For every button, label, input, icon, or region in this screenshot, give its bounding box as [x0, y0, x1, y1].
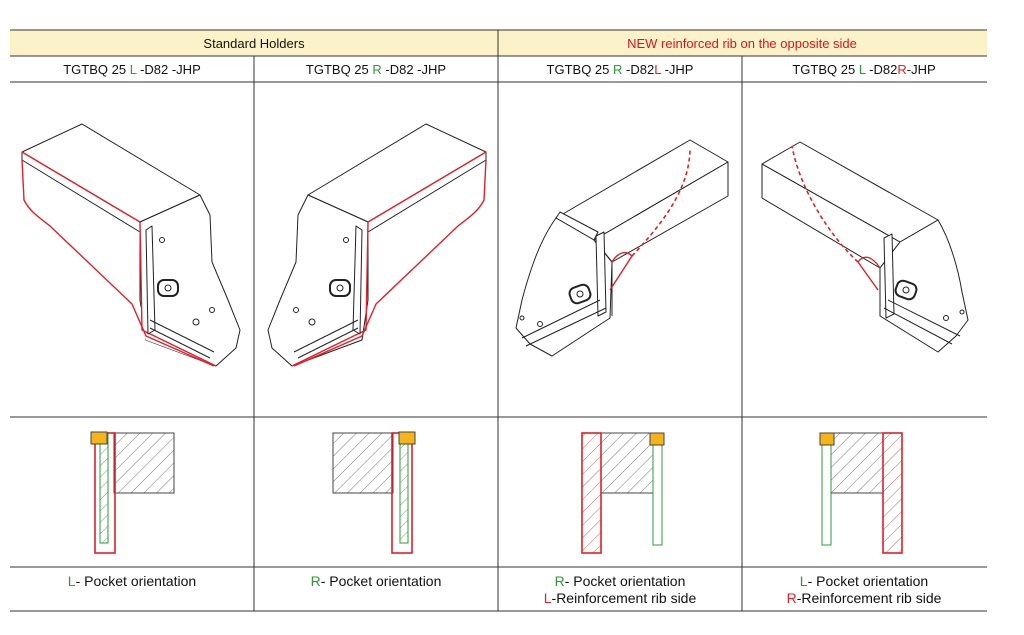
- caption-1: L- Pocket orientation: [68, 573, 196, 589]
- caption-3-line-2-part-1: L: [544, 590, 552, 606]
- header-standard-holders: Standard Holders: [203, 36, 305, 51]
- caption-2-line-1-part-1: R: [311, 573, 321, 589]
- product-code-4-part-5: -JHP: [907, 62, 936, 77]
- caption-3-line-2-part-2: -Reinforcement rib side: [552, 590, 697, 606]
- caption-2-line-1-part-2: - Pocket orientation: [321, 573, 442, 589]
- product-code-3: TGTBQ 25 R -D82L -JHP: [547, 62, 694, 77]
- tool-holder-illustration-3: [515, 139, 729, 357]
- product-code-2-part-1: TGTBQ 25: [306, 62, 372, 77]
- table-grid: [10, 29, 987, 612]
- cutting-insert-icon-3: [649, 432, 665, 446]
- tool-holder-illustration-2: [267, 123, 487, 367]
- caption-3-line-1-part-1: R: [555, 573, 565, 589]
- cutting-insert-icon-2: [398, 431, 416, 445]
- tool-holder-illustration-4: [761, 141, 969, 353]
- product-code-1-part-1: TGTBQ 25: [63, 62, 129, 77]
- product-code-2: TGTBQ 25 R -D82 -JHP: [306, 62, 446, 77]
- product-code-4-part-1: TGTBQ 25: [792, 62, 858, 77]
- caption-1-line-1-part-1: L: [68, 573, 76, 589]
- caption-2: R- Pocket orientation: [311, 573, 442, 589]
- product-code-1-part-3: -D82 -JHP: [136, 62, 200, 77]
- caption-1-line-1-part-2: - Pocket orientation: [76, 573, 197, 589]
- product-code-1-part-2: L: [130, 62, 137, 77]
- cross-section-illustration-2: [332, 431, 416, 554]
- product-code-3-part-5: -JHP: [661, 62, 694, 77]
- caption-4-line-2-part-1: R: [787, 590, 797, 606]
- cross-section-illustration-1: [90, 431, 175, 554]
- product-code-2-part-3: -D82 -JHP: [382, 62, 446, 77]
- product-code-4-part-2: L: [859, 62, 866, 77]
- product-code-3-part-3: -D82: [622, 62, 654, 77]
- product-code-4-part-3: -D82: [866, 62, 898, 77]
- caption-4-line-2-part-2: -Reinforcement rib side: [797, 590, 942, 606]
- product-code-3-part-1: TGTBQ 25: [547, 62, 613, 77]
- cross-section-illustration-4: [819, 432, 903, 554]
- product-code-1: TGTBQ 25 L -D82 -JHP: [63, 62, 201, 77]
- product-code-3-part-2: R: [613, 62, 622, 77]
- caption-3-line-1-part-2: - Pocket orientation: [565, 573, 686, 589]
- cutting-insert-icon-1: [90, 431, 108, 445]
- tool-holder-illustration-1: [20, 123, 241, 367]
- product-code-3-part-4: L: [654, 62, 661, 77]
- product-code-4: TGTBQ 25 L -D82R-JHP: [792, 62, 935, 77]
- header-new-reinforced-rib: NEW reinforced rib on the opposite side: [627, 36, 857, 51]
- cutting-insert-icon-4: [819, 432, 835, 446]
- cross-section-illustration-3: [581, 432, 665, 554]
- caption-4-line-1-part-2: - Pocket orientation: [808, 573, 929, 589]
- product-code-2-part-2: R: [372, 62, 381, 77]
- product-code-4-part-4: R: [897, 62, 906, 77]
- caption-4-line-1-part-1: L: [800, 573, 808, 589]
